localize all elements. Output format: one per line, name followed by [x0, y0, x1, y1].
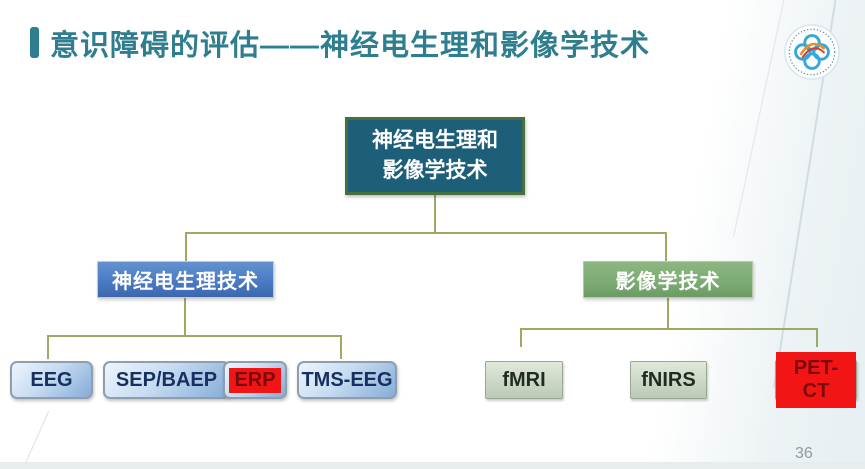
connector-line — [184, 297, 186, 336]
connector-line — [667, 297, 669, 329]
page-number: 36 — [795, 445, 813, 462]
leaf-erp: ERP — [223, 361, 287, 399]
logo-orange-swoosh — [799, 42, 826, 56]
leaf-tms-eeg: TMS-EEG — [297, 361, 397, 399]
leaf-eeg: EEG — [10, 361, 93, 399]
diagonal-line-decoration — [19, 410, 50, 469]
connector-line — [185, 232, 187, 262]
connector-line — [47, 335, 342, 337]
hospital-logo — [784, 24, 840, 80]
clover-icon — [794, 34, 830, 70]
root-node-label-line2: 影像学技术 — [382, 159, 488, 182]
root-node: 神经电生理和 影像学技术 — [345, 117, 525, 195]
slide-title: 意识障碍的评估——神经电生理和影像学技术 — [50, 30, 651, 62]
branch-node-neurophysiology: 神经电生理技术 — [97, 261, 274, 298]
leaf-pet-ct: PET-CT — [775, 352, 857, 408]
leaf-fmri: fMRI — [485, 361, 563, 399]
leaf-label: SEP/BAEP — [115, 368, 218, 391]
connector-line — [520, 328, 522, 347]
branch-node-imaging: 影像学技术 — [583, 261, 753, 298]
connector-line — [340, 335, 342, 359]
connector-line — [47, 335, 49, 359]
leaf-label: fNIRS — [641, 368, 696, 391]
logo-red-swoosh — [801, 47, 826, 59]
connector-line — [185, 232, 667, 234]
leaf-fnirs: fNIRS — [630, 361, 707, 399]
leaf-label: TMS-EEG — [301, 368, 393, 391]
leaf-label: EEG — [30, 368, 73, 391]
connector-line — [665, 232, 667, 262]
connector-line — [520, 328, 818, 330]
branch-label: 神经电生理技术 — [112, 271, 259, 293]
root-node-label-line1: 神经电生理和 — [372, 128, 498, 152]
leaf-label-highlighted: PET-CT — [776, 352, 856, 408]
leaf-sep-baep: SEP/BAEP — [103, 361, 230, 399]
leaf-label-highlighted: ERP — [229, 367, 281, 393]
connector-line — [434, 195, 436, 233]
connector-line — [816, 328, 818, 347]
leaf-label: fMRI — [502, 368, 546, 391]
title-accent-bar — [30, 27, 39, 58]
logo-ring-text — [788, 28, 836, 76]
bottom-edge-strip — [0, 462, 865, 469]
branch-label: 影像学技术 — [615, 271, 721, 293]
